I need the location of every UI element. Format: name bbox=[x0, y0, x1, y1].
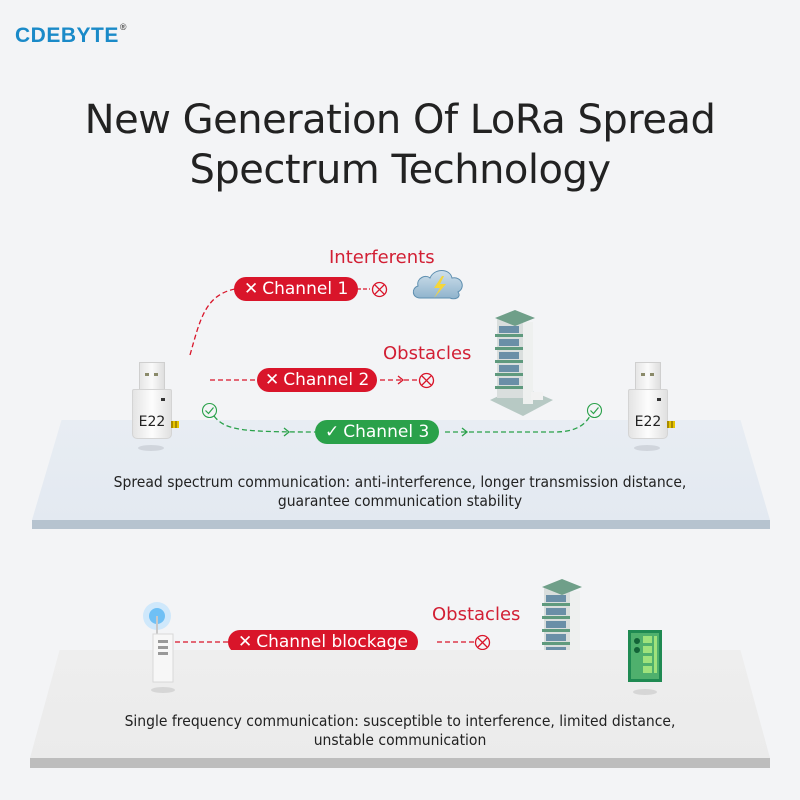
circle-x-icon bbox=[371, 281, 388, 298]
channel-2-badge: ✕Channel 2 bbox=[257, 368, 378, 392]
brand-logo: CDEBYTE® bbox=[15, 22, 127, 48]
module-label: E22 bbox=[138, 414, 166, 430]
channel-1-label: Channel 1 bbox=[262, 279, 349, 299]
channel-1-badge: ✕Channel 1 bbox=[234, 277, 359, 301]
module-label: E22 bbox=[634, 414, 662, 430]
title-line-1: New Generation Of LoRa Spread bbox=[84, 97, 716, 143]
e22-module-right: E22 bbox=[628, 362, 675, 451]
circle-check-icon bbox=[586, 402, 603, 419]
channel-3-badge: ✓Channel 3 bbox=[315, 420, 440, 444]
spread-platform-edge bbox=[32, 520, 770, 529]
e22-module-left: E22 bbox=[132, 362, 179, 451]
single-caption-line-1: Single frequency communication: suscepti… bbox=[124, 712, 676, 730]
obstacles-label: Obstacles bbox=[383, 343, 472, 364]
circle-x-icon bbox=[418, 372, 435, 389]
spread-caption-line-2: guarantee communication stability bbox=[277, 492, 523, 510]
circle-check-icon bbox=[201, 402, 218, 419]
storm-cloud-icon bbox=[412, 270, 463, 300]
building-icon bbox=[490, 310, 553, 416]
channel-2-label: Channel 2 bbox=[283, 370, 370, 390]
x-icon: ✕ bbox=[238, 632, 253, 652]
single-caption: Single frequency communication: suscepti… bbox=[28, 712, 772, 750]
channel-3-label: Channel 3 bbox=[343, 422, 430, 442]
spread-caption: Spread spectrum communication: anti-inte… bbox=[28, 473, 772, 511]
usb-connector-icon bbox=[635, 362, 661, 389]
registered-mark: ® bbox=[119, 22, 127, 32]
single-platform-edge bbox=[30, 758, 770, 768]
page-title: New Generation Of LoRa Spread Spectrum T… bbox=[0, 95, 800, 195]
usb-connector-icon bbox=[139, 362, 165, 389]
channel-blockage-label: Channel blockage bbox=[256, 632, 408, 652]
obstacles-label-2: Obstacles bbox=[432, 604, 521, 625]
circle-x-icon bbox=[474, 634, 491, 651]
antenna-connector-icon bbox=[667, 421, 675, 428]
antenna-connector-icon bbox=[171, 421, 179, 428]
interferents-label: Interferents bbox=[329, 247, 435, 268]
x-icon: ✕ bbox=[265, 370, 280, 390]
single-caption-line-2: unstable communication bbox=[313, 731, 487, 749]
wifi-router-icon bbox=[143, 602, 175, 693]
check-icon: ✓ bbox=[325, 422, 340, 442]
spread-caption-line-1: Spread spectrum communication: anti-inte… bbox=[113, 473, 687, 491]
circuit-board-icon bbox=[628, 630, 662, 695]
brand-name: CDEBYTE bbox=[15, 24, 119, 47]
x-icon: ✕ bbox=[244, 279, 259, 299]
title-line-2: Spectrum Technology bbox=[189, 147, 611, 193]
